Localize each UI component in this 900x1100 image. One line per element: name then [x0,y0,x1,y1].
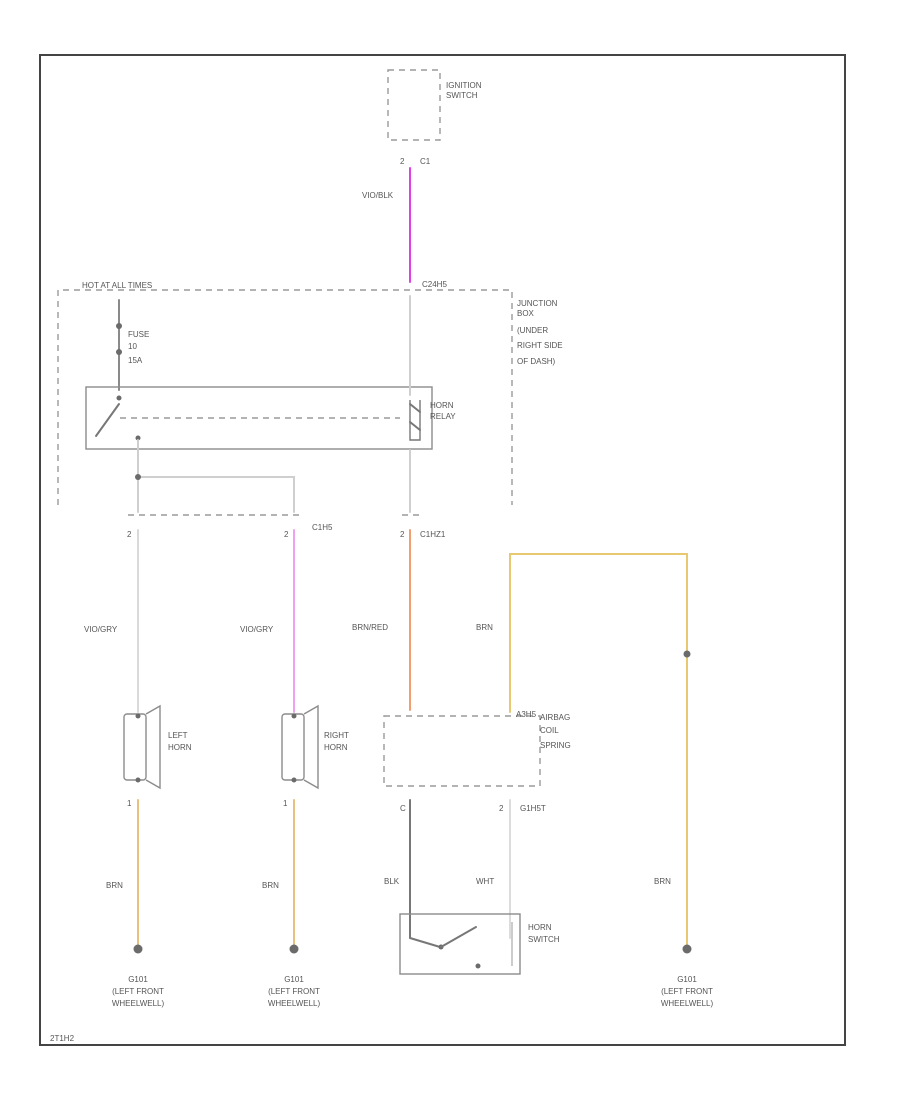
relay-coil-wind-2 [409,421,421,431]
wire-label-right-horn-ground: BRN [262,881,279,890]
spring-bottom-right-connector: G1H5T [520,804,546,813]
ground-middle-loc-2: WHEELWELL) [268,999,321,1008]
left-horn-label-2: HORN [168,743,192,752]
horn-switch-label-2: SWITCH [528,935,560,944]
wire-label-relay-trigger: BRN/RED [352,623,388,632]
fuse-terminal-top [116,323,122,329]
hot-at-all-times-label: HOT AT ALL TIMES [82,281,152,290]
junction-box [57,289,513,505]
right-horn-pin: 2 [284,530,289,539]
relay-trigger-pin: 2 [400,530,405,539]
splice-relay-out [135,474,141,480]
ignition-switch [387,69,441,141]
relay-coil-wind-1 [409,403,421,413]
fuse-label-3: 15A [128,356,143,365]
wire-relay-out-branch [137,476,295,513]
horn-switch [399,913,521,975]
wire-label-spring-ground: BRN [476,623,493,632]
wire-spring-ground [509,553,688,947]
wire-label-switch-feed: BLK [384,877,400,886]
ground-point-middle [289,944,299,954]
wire-label-left-horn-ground: BRN [106,881,123,890]
horn-switch-blade [440,926,477,948]
wire-label-right-horn-feed: VIO/GRY [240,625,274,634]
relay-contact [95,403,120,437]
relay-contact-pin-bottom [135,435,141,441]
clock-spring-label-1: AIRBAG [540,713,570,722]
relay-trigger-connector: C1HZ1 [420,530,446,539]
wire-label-switch-return: WHT [476,877,494,886]
diagram-frame [39,54,846,1046]
clock-spring-label-3: SPRING [540,741,571,750]
junction-box-label-1: JUNCTION [517,299,558,308]
right-horn-connector: C1H5 [312,523,333,532]
ground-middle-id: G101 [284,975,304,984]
right-horn-ground-pin: 1 [283,799,288,808]
horn-relay-label-2: RELAY [430,412,456,421]
junction-box-label-3: (UNDER [517,326,548,335]
ignition-pin: 2 [400,157,405,166]
wire-label-ign-feed: VIO/BLK [362,191,394,200]
left-horn-ground-pin: 1 [127,799,132,808]
ignition-connector: C1 [420,157,431,166]
horn-relay-label-1: HORN [430,401,454,410]
spring-bottom-left-pin: C [400,804,406,813]
left-horn-pin: 2 [127,530,132,539]
junction-top-connector: C24H5 [422,280,447,289]
clock-spring-connector: A3H5 [516,710,537,719]
spring-bottom-right-pin: 2 [499,804,504,813]
horn-switch-wire-in [409,937,441,948]
wire-label-left-horn-feed: VIO/GRY [84,625,118,634]
right-horn-label-1: RIGHT [324,731,349,740]
ground-right-loc-1: (LEFT FRONT [661,987,713,996]
ground-left-id: G101 [128,975,148,984]
ground-left-loc-1: (LEFT FRONT [112,987,164,996]
ignition-switch-label-1: IGNITION [446,81,482,90]
horn-switch-label-1: HORN [528,923,552,932]
splice-spring-ground [683,650,691,658]
horn-switch-contact-b [475,963,481,969]
junction-box-label-2: BOX [517,309,535,318]
fuse-label-1: FUSE [128,330,149,339]
fuse-label-2: 10 [128,342,137,351]
diagram-id: 2T1H2 [50,1034,75,1043]
left-horn [123,704,161,790]
clock-spring-label-2: COIL [540,726,559,735]
junction-box-label-5: OF DASH) [517,357,556,366]
right-horn-label-2: HORN [324,743,348,752]
ground-right-id: G101 [677,975,697,984]
left-horn-label-1: LEFT [168,731,188,740]
relay-coil [409,400,421,441]
relay-contact-pin-top [116,395,122,401]
ignition-switch-label-2: SWITCH [446,91,478,100]
ground-middle-loc-1: (LEFT FRONT [268,987,320,996]
junction-box-label-4: RIGHT SIDE [517,341,563,350]
right-horn [281,704,319,790]
fuse-terminal-bottom [116,349,122,355]
ground-right-loc-2: WHEELWELL) [661,999,714,1008]
clock-spring [383,715,541,787]
horn-relay [85,386,433,450]
ground-point-left [133,944,143,954]
ground-left-loc-2: WHEELWELL) [112,999,165,1008]
wire-label-right-ground: BRN [654,877,671,886]
ground-point-right [682,944,692,954]
